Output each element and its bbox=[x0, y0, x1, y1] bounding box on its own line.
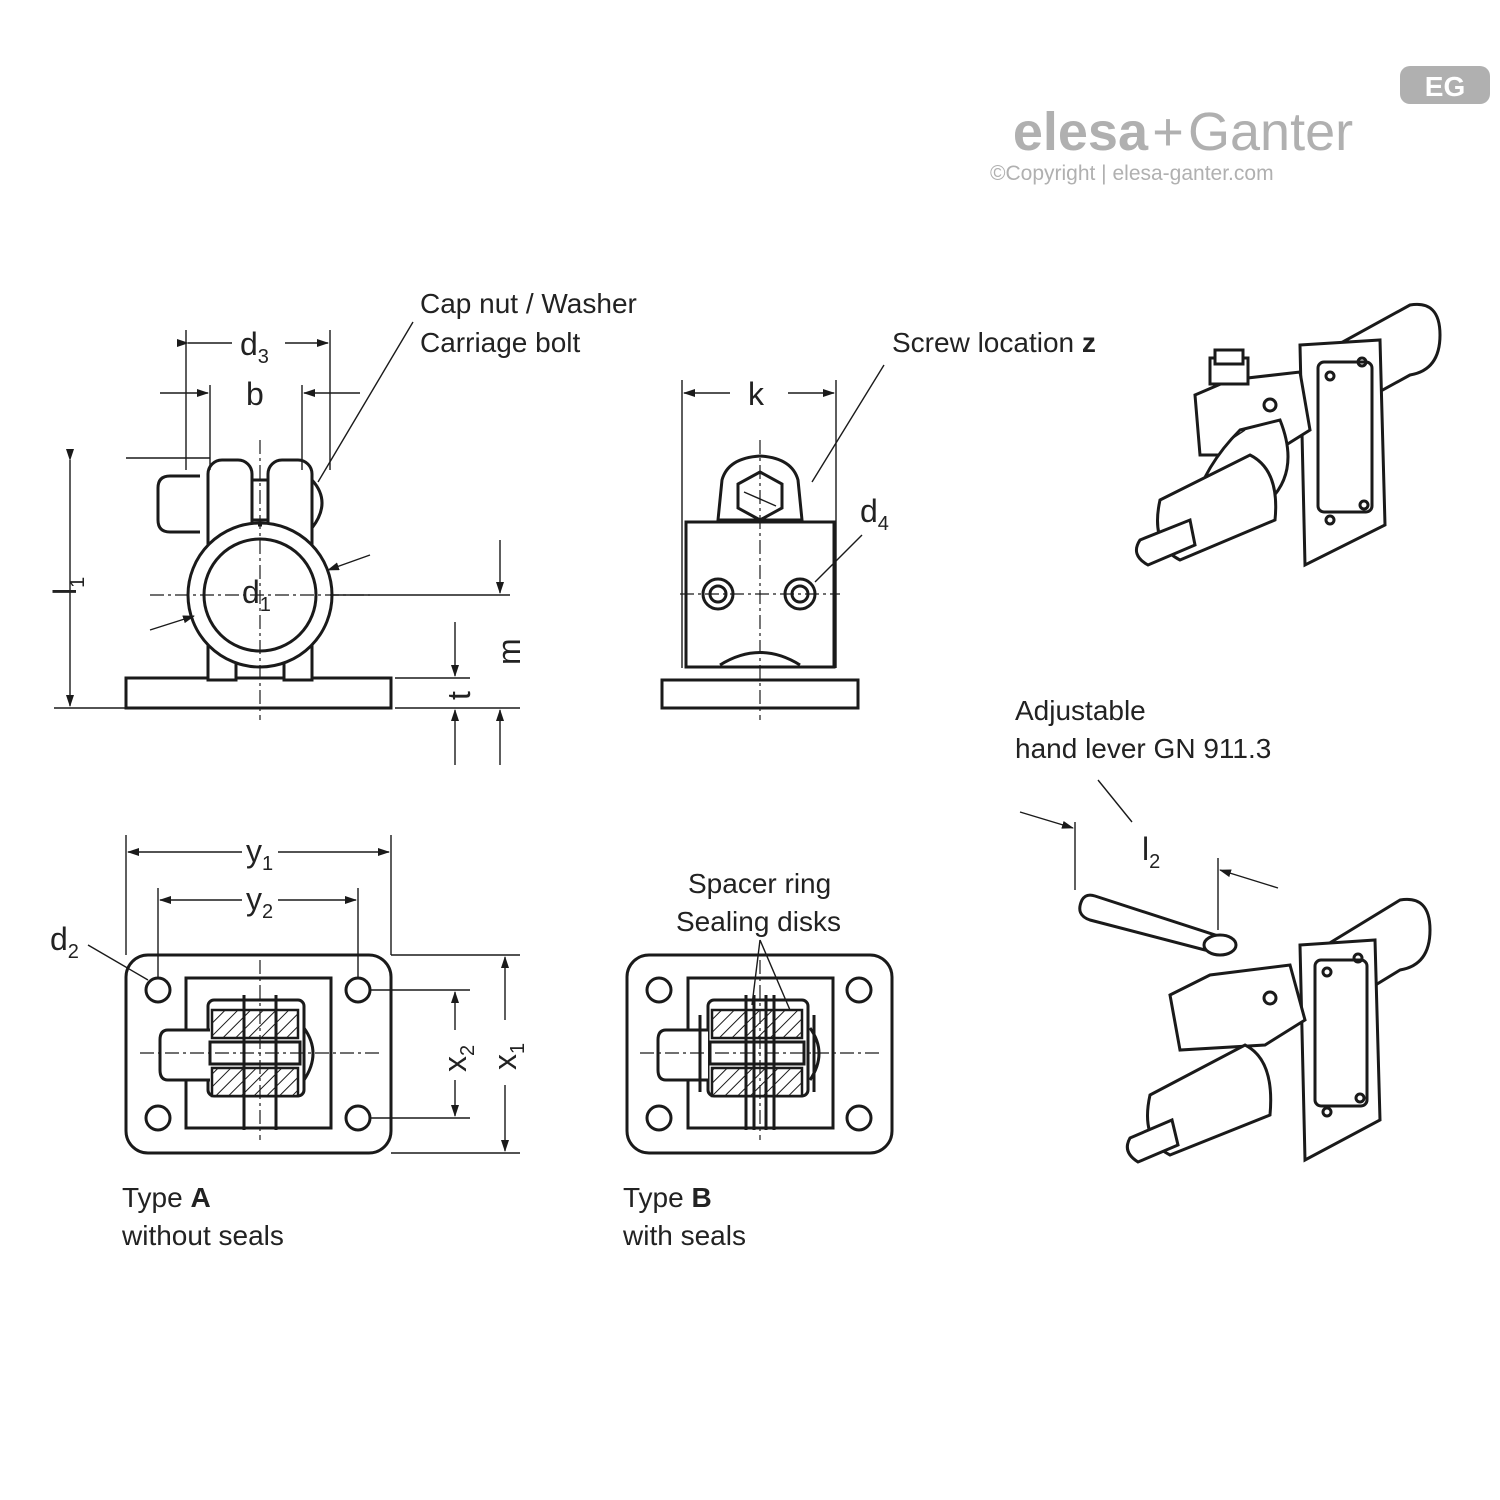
logo-brand-plus: + bbox=[1152, 102, 1184, 162]
dim-x1: x1 bbox=[487, 1043, 529, 1070]
hand-lever-label: hand lever GN 911.3 bbox=[1015, 733, 1271, 764]
dim-x2: x2 bbox=[437, 1045, 479, 1072]
logo-brand-left: elesa bbox=[1013, 102, 1149, 162]
dimension-labels: d3 b d1 l1 m t k d4 y1 y2 d2 x2 x1 l2 bbox=[47, 326, 1160, 1072]
elesa-ganter-logo: EG elesa + Ganter ©Copyright | elesa-gan… bbox=[990, 66, 1490, 185]
logo-brand-right: Ganter bbox=[1188, 102, 1353, 162]
type-a-view bbox=[87, 835, 520, 1155]
dim-t: t bbox=[441, 691, 477, 700]
dim-b: b bbox=[246, 376, 264, 412]
dim-y2: y2 bbox=[246, 881, 273, 923]
dim-l2: l2 bbox=[1142, 831, 1160, 873]
eg-badge-text: EG bbox=[1425, 71, 1465, 102]
dim-m: m bbox=[491, 638, 527, 665]
dim-d4: d4 bbox=[860, 493, 889, 535]
callout-labels: Cap nut / Washer Carriage bolt Screw loc… bbox=[121, 288, 1271, 1251]
side-view bbox=[660, 364, 885, 720]
dim-k: k bbox=[748, 376, 765, 412]
cap-nut-label: Cap nut / Washer bbox=[420, 288, 637, 319]
sealing-disks-label: Sealing disks bbox=[676, 906, 841, 937]
dim-d1: d1 bbox=[242, 574, 271, 616]
eg-badge bbox=[1400, 66, 1490, 104]
isometric-view-top bbox=[1134, 302, 1442, 568]
carriage-bolt-label: Carriage bolt bbox=[420, 327, 581, 358]
dim-l1: l1 bbox=[47, 577, 89, 595]
isometric-view-bottom bbox=[1019, 779, 1432, 1164]
dim-d2: d2 bbox=[50, 921, 79, 963]
screw-location-label: Screw location z bbox=[892, 327, 1096, 358]
type-a-desc: without seals bbox=[121, 1220, 284, 1251]
front-view bbox=[54, 321, 520, 765]
type-b-view bbox=[625, 939, 894, 1155]
spacer-ring-label: Spacer ring bbox=[688, 868, 831, 899]
type-b-desc: with seals bbox=[622, 1220, 746, 1251]
logo-copyright: ©Copyright | elesa-ganter.com bbox=[990, 162, 1274, 185]
adjustable-label: Adjustable bbox=[1015, 695, 1146, 726]
dim-y1: y1 bbox=[246, 833, 273, 875]
type-b-label: Type B bbox=[623, 1182, 712, 1213]
dim-d3: d3 bbox=[240, 326, 269, 368]
type-a-label: Type A bbox=[122, 1182, 211, 1213]
